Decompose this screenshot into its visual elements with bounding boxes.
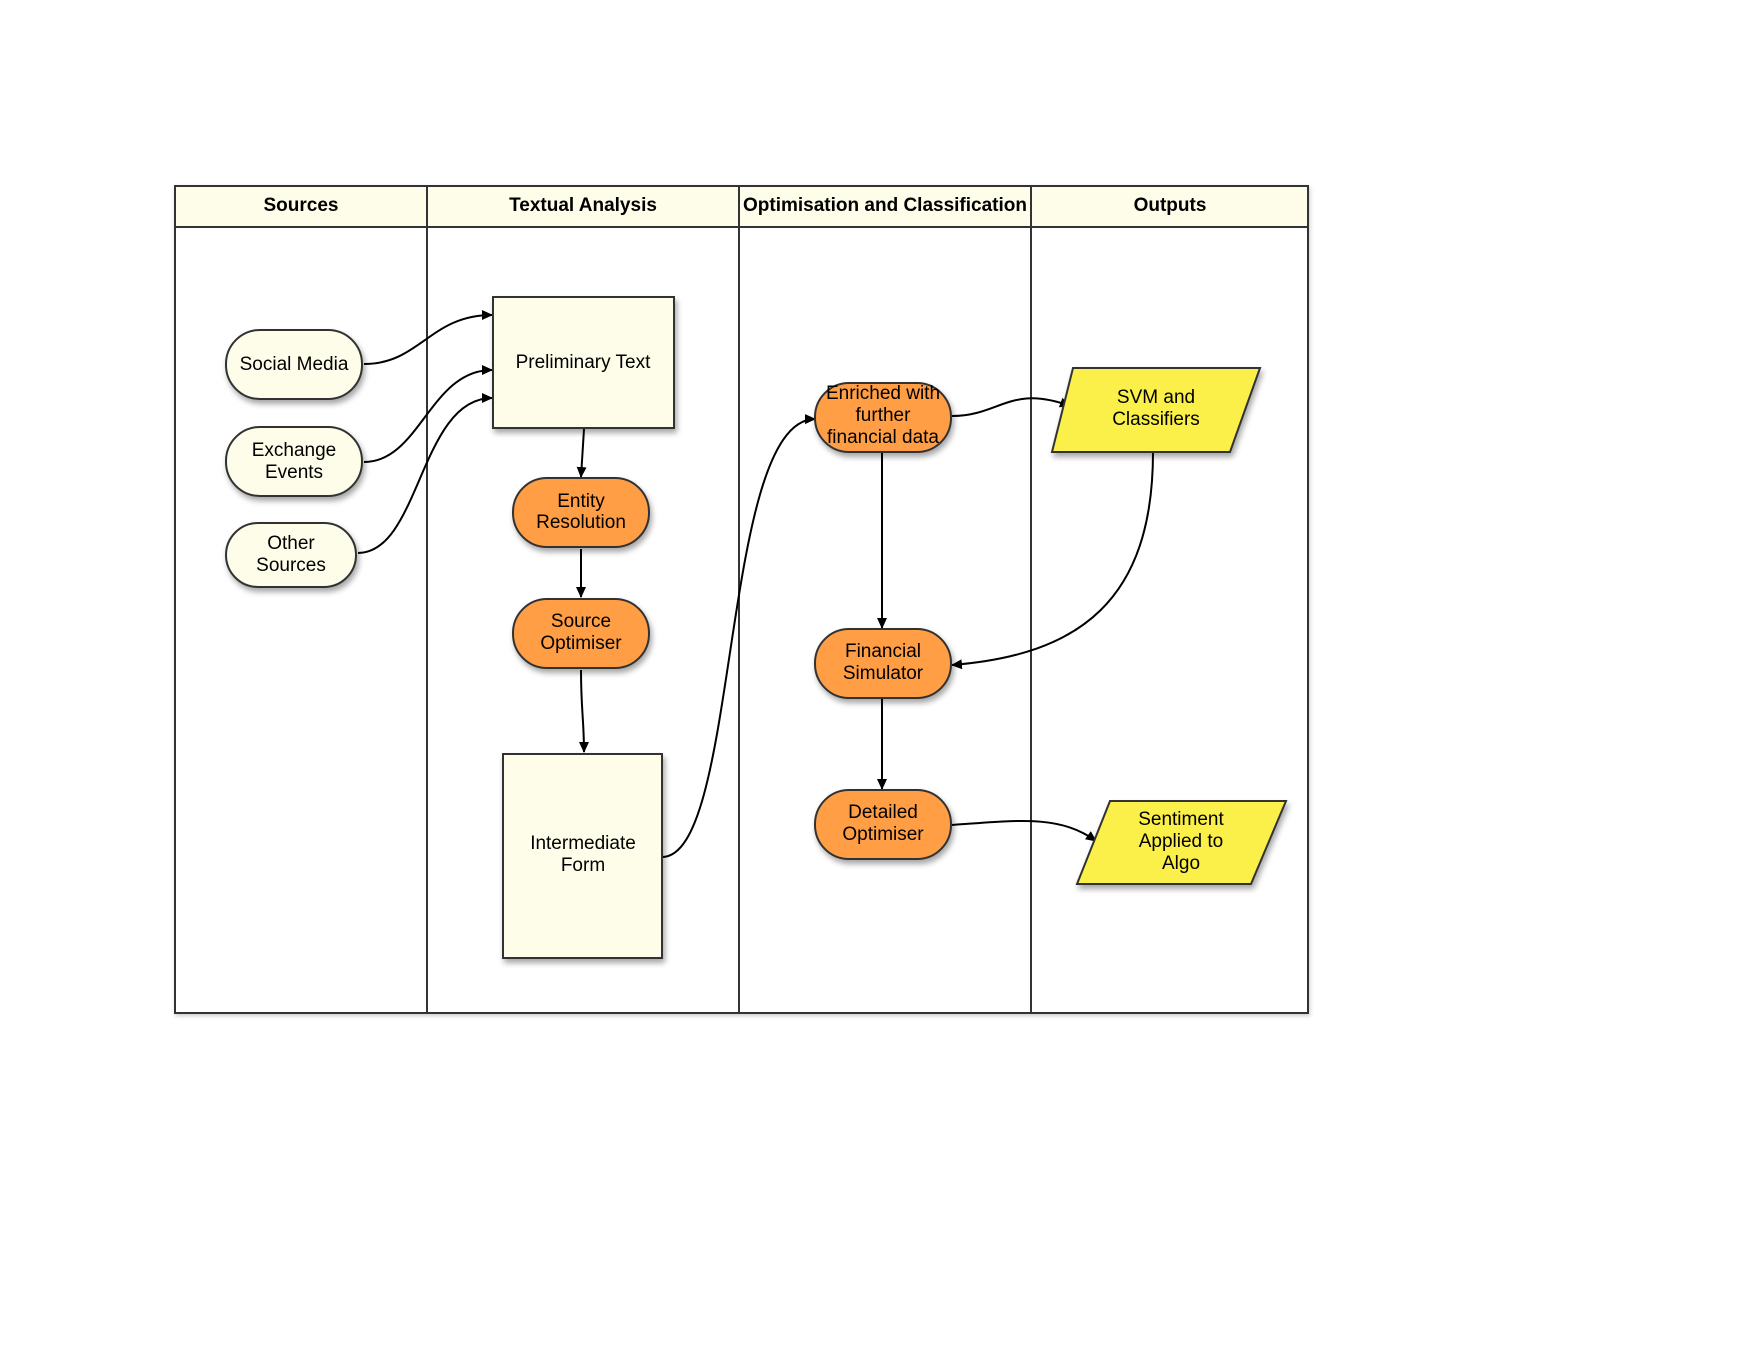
- node-sentiment-applied: Sentiment Applied to Algo: [1075, 800, 1288, 885]
- node-detailed-optimiser-line-2: Optimiser: [842, 824, 924, 845]
- node-sentiment-line-1: Sentiment: [1138, 809, 1224, 830]
- node-detailed-optimiser-line-1: Detailed: [848, 802, 918, 823]
- node-intermediate-form-line-1: Intermediate: [530, 833, 636, 854]
- node-preliminary-text-label: Preliminary Text: [516, 352, 652, 373]
- edge-enriched-to-svm: [951, 397, 1071, 417]
- node-financial-simulator-line-1: Financial: [845, 641, 921, 662]
- node-enriched-line-2: further: [856, 405, 912, 426]
- node-svm-line-1: SVM and: [1117, 387, 1195, 408]
- edge-exchange-to-preliminary: [363, 365, 493, 463]
- node-entity-resolution: Entity Resolution: [512, 477, 650, 548]
- node-preliminary-text: Preliminary Text: [492, 296, 675, 429]
- node-financial-simulator: Financial Simulator: [814, 628, 952, 699]
- node-sentiment-line-3: Algo: [1162, 853, 1200, 874]
- node-intermediate-form: Intermediate Form: [502, 753, 663, 959]
- lane-title-optimisation: Optimisation and Classification: [743, 195, 1027, 216]
- edge-social-to-preliminary: [363, 310, 493, 365]
- edge-source-to-intermediate: [578, 669, 589, 753]
- node-entity-resolution-line-2: Resolution: [536, 512, 626, 533]
- lane-title-outputs: Outputs: [1134, 195, 1207, 216]
- node-social-media: Social Media: [225, 329, 363, 400]
- edge-other-to-preliminary: [357, 393, 493, 554]
- node-exchange-events-line-1: Exchange: [252, 440, 337, 461]
- edge-svm-to-simulator: [951, 451, 1154, 670]
- node-other-sources-line-2: Sources: [256, 555, 326, 576]
- node-source-optimiser-line-1: Source: [551, 611, 611, 632]
- node-svm-line-2: Classifiers: [1112, 409, 1200, 430]
- lane-title-textual-analysis: Textual Analysis: [509, 195, 657, 216]
- node-detailed-optimiser: Detailed Optimiser: [814, 789, 952, 860]
- edge-detailed-to-sentiment: [951, 819, 1097, 842]
- node-source-optimiser: Source Optimiser: [512, 598, 650, 669]
- node-other-sources: Other Sources: [225, 522, 357, 588]
- node-entity-resolution-line-1: Entity: [557, 491, 605, 512]
- node-financial-simulator-line-2: Simulator: [843, 663, 924, 684]
- node-exchange-events-line-2: Events: [265, 462, 323, 483]
- node-intermediate-form-line-2: Form: [561, 855, 605, 876]
- node-exchange-events: Exchange Events: [225, 426, 363, 497]
- node-enriched-financial-data: Enriched with further financial data: [814, 382, 952, 453]
- lane-title-sources: Sources: [264, 195, 339, 216]
- node-other-sources-line-1: Other: [267, 533, 315, 554]
- swimlane-pool: [174, 185, 1309, 1014]
- node-social-media-label: Social Media: [240, 354, 349, 375]
- edge-preliminary-to-entity: [576, 428, 587, 478]
- node-sentiment-line-2: Applied to: [1139, 831, 1224, 852]
- node-enriched-line-3: financial data: [827, 427, 939, 448]
- node-source-optimiser-line-2: Optimiser: [540, 633, 622, 654]
- edge-intermediate-to-enriched: [661, 414, 816, 858]
- node-enriched-line-1: Enriched with: [826, 383, 940, 404]
- connectors: [357, 310, 1154, 858]
- node-svm-classifiers: SVM and Classifiers: [1050, 367, 1262, 453]
